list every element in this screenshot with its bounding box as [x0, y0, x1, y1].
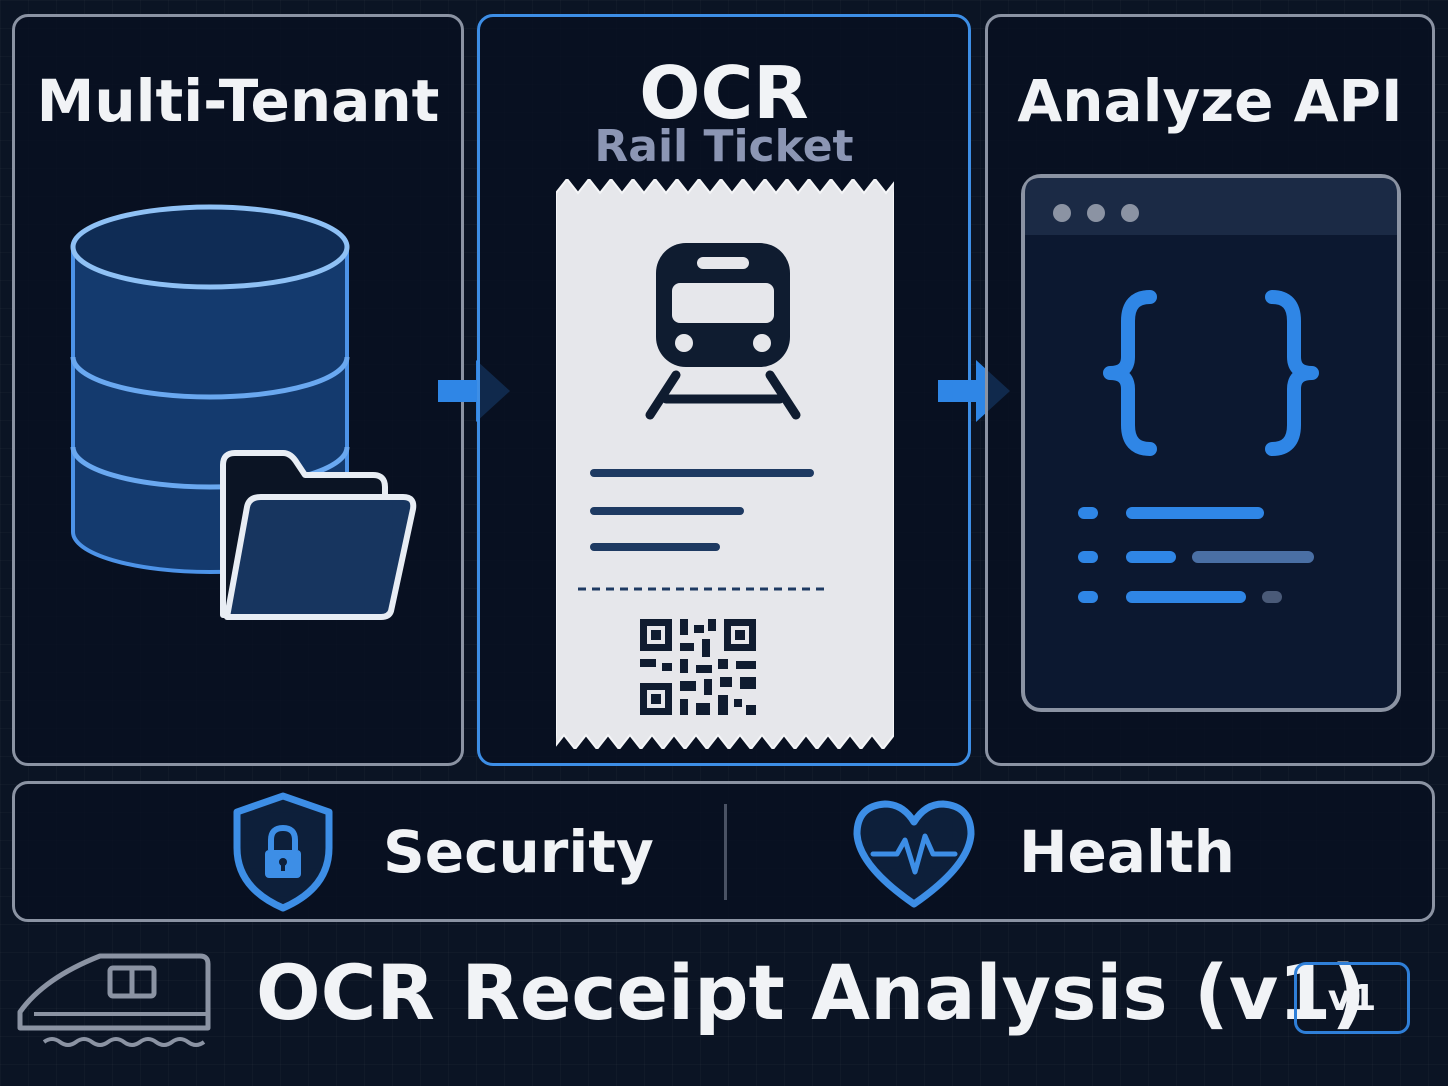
page-title: OCR Receipt Analysis (v1): [256, 948, 1366, 1037]
feature-label-health: Health: [1019, 818, 1235, 886]
folder-icon: [220, 450, 417, 620]
stage-analyze-api: Analyze API: [985, 14, 1435, 766]
stage-multi-tenant: Multi-Tenant: [12, 14, 464, 766]
stage-ocr: OCR Rail Ticket: [477, 14, 971, 766]
stage-title: Analyze API: [1017, 67, 1403, 135]
train-icon: [17, 953, 211, 1047]
heart-pulse-icon: [853, 800, 975, 908]
stage-title: OCR: [639, 51, 809, 135]
stage-title: Multi-Tenant: [36, 67, 440, 135]
version-badge: v1: [1294, 962, 1410, 1034]
features-bar: Security Health: [12, 781, 1435, 922]
qr-code-icon: [640, 619, 756, 715]
api-window-icon: [1021, 174, 1401, 712]
shield-lock-icon: [233, 792, 333, 912]
feature-label-security: Security: [383, 818, 654, 886]
rail-ticket-icon: [556, 179, 894, 749]
features-divider: [724, 804, 727, 900]
stage-subtitle: Rail Ticket: [594, 121, 854, 172]
curly-braces-icon: [1103, 290, 1319, 456]
train-front-icon: [645, 243, 801, 420]
